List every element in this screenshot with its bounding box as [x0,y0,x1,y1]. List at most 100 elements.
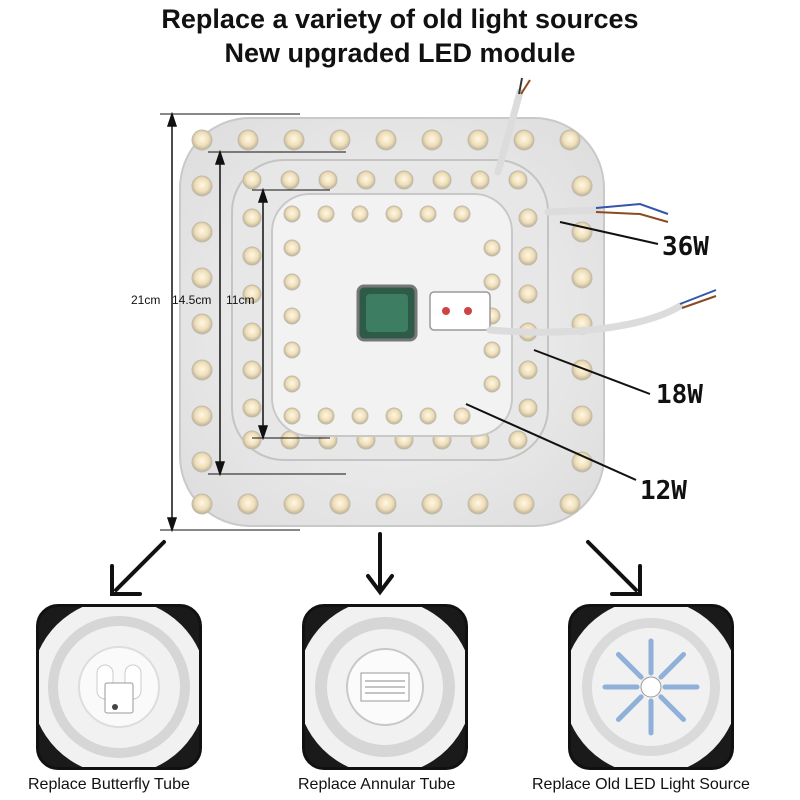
headline-line-2: New upgraded LED module [224,38,576,68]
led-dot [470,170,490,190]
middle-ring-leds [242,170,538,450]
led-dot [513,129,535,151]
led-dot [191,267,213,289]
led-dot [467,493,489,515]
led-dot [242,284,262,304]
dimension-label-11cm: 11cm [226,293,255,307]
led-dot [571,405,593,427]
led-dot [242,398,262,418]
led-dot [375,493,397,515]
led-dot [317,205,335,223]
led-dot [419,205,437,223]
led-dot [453,205,471,223]
caption-annular-tube: Replace Annular Tube [298,776,456,793]
cable-18w [544,206,600,216]
led-dot [467,129,489,151]
led-dot [432,170,452,190]
led-dot [513,493,535,515]
connector-block [429,291,491,331]
led-dot [242,170,262,190]
led-dot [283,375,301,393]
arrow-down [366,532,394,596]
headline-line-1: Replace a variety of old light sources [161,4,639,34]
led-dot [191,405,213,427]
caption-butterfly-tube: Replace Butterfly Tube [28,776,190,793]
led-dot [191,493,213,515]
led-dot [483,239,501,257]
outer-ring-leds [191,129,593,515]
led-dot [283,129,305,151]
led-dot [283,307,301,325]
led-dot [329,129,351,151]
led-dot [483,341,501,359]
led-dot [571,221,593,243]
led-strip [615,694,644,723]
led-dot [571,359,593,381]
cable-12w [486,302,684,336]
led-dot [518,208,538,228]
led-dot [483,375,501,393]
led-dot [280,170,300,190]
led-dot [191,129,213,151]
led-dot [453,407,471,425]
led-dot [242,246,262,266]
led-dot [385,205,403,223]
led-dot [483,273,501,291]
butterfly-tube-lamp-image [36,604,202,770]
led-dot [356,170,376,190]
led-dot [283,273,301,291]
led-dot [191,221,213,243]
led-dot [508,430,528,450]
leader-18w [533,349,651,395]
led-dot [508,170,528,190]
led-dot [283,239,301,257]
dimension-label-21cm: 21cm [131,293,161,307]
led-dot [571,267,593,289]
led-dot [191,313,213,335]
led-dot [394,170,414,190]
arrow-right-down [586,540,642,596]
led-dot [191,451,213,473]
led-dot [518,246,538,266]
leader-36w [559,221,659,245]
led-dot [351,205,369,223]
led-strip [658,651,687,680]
led-dot [317,407,335,425]
wattage-label-18w: 18W [656,380,703,410]
led-strip [658,694,687,723]
led-dot [283,341,301,359]
led-dot [242,322,262,342]
led-dot [191,175,213,197]
led-dot [419,407,437,425]
led-dot [237,129,259,151]
led-dot [191,359,213,381]
led-dot [421,493,443,515]
led-dot [318,170,338,190]
led-dot [375,129,397,151]
led-dot [329,493,351,515]
led-dot [518,398,538,418]
arrow-left-down [110,540,166,596]
led-dot [237,493,259,515]
dimension-label-14.5cm: 14.5cm [172,293,212,307]
led-dot [385,407,403,425]
led-dot [242,208,262,228]
led-strip [615,651,644,680]
caption-old-led-light-source: Replace Old LED Light Source [532,776,750,793]
led-dot [242,360,262,380]
led-dot [351,407,369,425]
leader-12w [465,403,637,481]
wattage-label-12w: 12W [640,476,687,506]
led-dot [571,175,593,197]
led-dot [242,430,262,450]
led-dot [283,205,301,223]
led-dot [518,284,538,304]
led-dot [283,407,301,425]
cable-36w [494,88,524,176]
led-dot [283,493,305,515]
wattage-label-36w: 36W [662,232,709,262]
led-dot [421,129,443,151]
led-dot [518,360,538,380]
annular-tube-lamp-image [302,604,468,770]
